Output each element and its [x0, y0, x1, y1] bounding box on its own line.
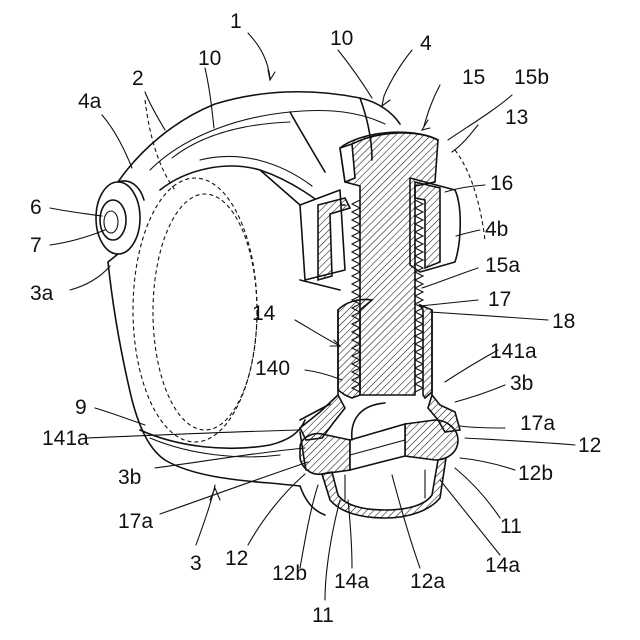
label-11-right: 11 [500, 515, 522, 538]
label-15: 15 [462, 66, 485, 89]
label-15a: 15a [485, 254, 520, 277]
label-17a-right: 17a [520, 412, 555, 435]
label-13: 13 [505, 106, 528, 129]
label-9: 9 [75, 396, 87, 419]
label-3a: 3a [30, 282, 54, 305]
label-4a: 4a [78, 90, 102, 113]
label-14a-right: 14a [485, 554, 520, 577]
label-15b: 15b [514, 66, 549, 89]
label-141a-right: 141a [490, 340, 537, 363]
label-141a-left: 141a [42, 427, 89, 450]
label-4b: 4b [485, 218, 508, 241]
label-4: 4 [420, 32, 432, 55]
label-12-left: 12 [225, 547, 248, 570]
hinge-eye [96, 181, 144, 262]
label-12b-right: 12b [518, 462, 553, 485]
label-10-top: 10 [330, 27, 353, 50]
label-7: 7 [30, 234, 42, 257]
label-2: 2 [132, 67, 144, 90]
lower-housing [300, 395, 460, 518]
label-12b-left: 12b [272, 562, 307, 585]
label-12a: 12a [410, 570, 445, 593]
label-17: 17 [488, 288, 511, 311]
label-1: 1 [230, 10, 242, 33]
label-18: 18 [552, 310, 575, 333]
label-14: 14 [252, 302, 276, 325]
label-6: 6 [30, 196, 42, 219]
label-11-bottom: 11 [312, 604, 334, 627]
label-17a-left: 17a [118, 510, 153, 533]
label-3: 3 [190, 552, 202, 575]
label-10-mid: 10 [198, 47, 221, 70]
label-16: 16 [490, 172, 513, 195]
label-3b-left: 3b [118, 466, 141, 489]
label-12-right: 12 [578, 434, 601, 457]
label-3b-right: 3b [510, 372, 533, 395]
label-14a-left: 14a [334, 570, 369, 593]
label-140: 140 [255, 357, 290, 380]
